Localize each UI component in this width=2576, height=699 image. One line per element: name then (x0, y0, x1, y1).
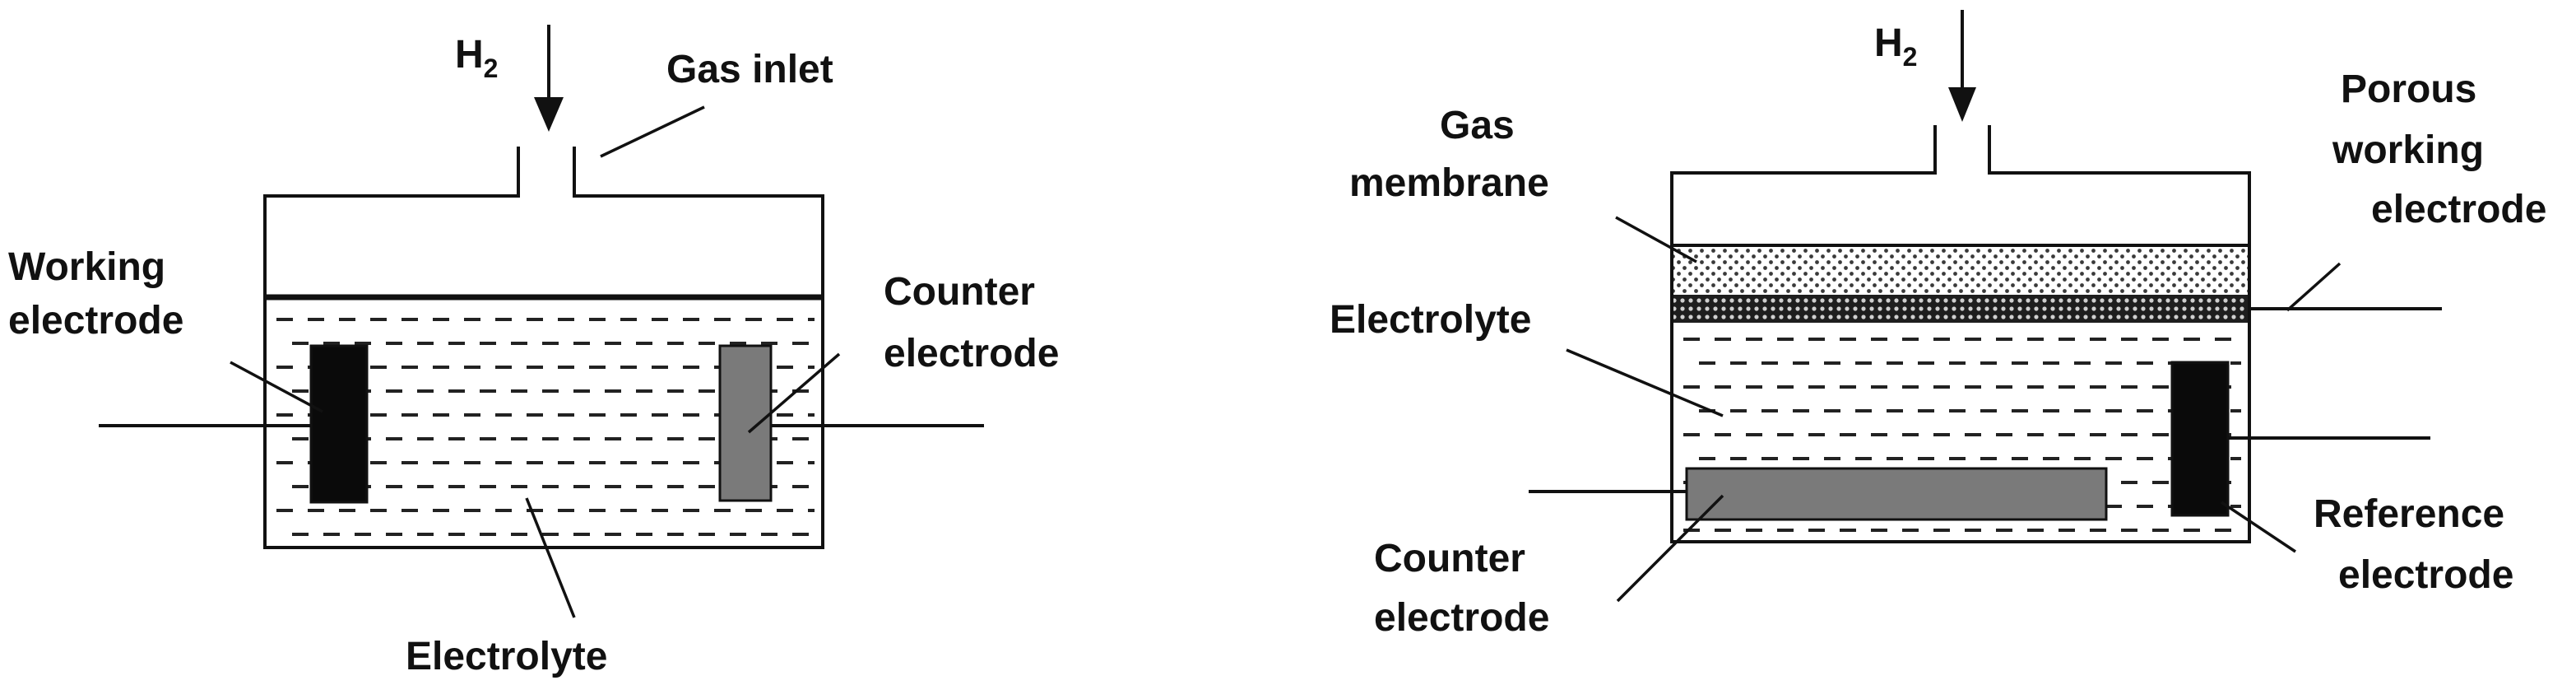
left-gas-inlet-label: Gas inlet (666, 48, 833, 91)
right-counter-electrode-label-line2: electrode (1374, 596, 1549, 640)
right-reference-electrode-leader (2221, 501, 2296, 553)
right-electrolyte-label: Electrolyte (1330, 298, 1531, 342)
right-counter-electrode (1685, 467, 2108, 521)
left-counter-electrode-leader (747, 352, 841, 434)
right-cell: H2 Gas membrane Porous working electrode… (1330, 10, 2546, 640)
right-gas-membrane (1672, 245, 2249, 300)
left-working-electrode (309, 344, 369, 504)
left-counter-electrode-label-line2: electrode (884, 332, 1059, 375)
left-working-electrode-label-line1: Working (8, 245, 165, 289)
left-electrolyte-label: Electrolyte (406, 635, 607, 678)
right-gas-membrane-leader (1615, 216, 1697, 263)
right-h2-label: H2 (1874, 21, 1917, 72)
right-gas-membrane-label-line1: Gas (1440, 104, 1515, 147)
right-counter-electrode-label-line1: Counter (1374, 537, 1525, 580)
left-gas-inlet-leader (600, 105, 705, 158)
right-counter-electrode-leader (1616, 494, 1724, 603)
right-vessel-outline (1670, 125, 2251, 543)
right-porous-label-line1: Porous (2341, 68, 2476, 111)
left-h2-arrow-head (534, 97, 564, 132)
right-electrolyte-leader (1566, 348, 1724, 417)
right-porous-electrode-leader (2286, 262, 2342, 312)
left-counter-electrode (718, 344, 773, 502)
right-reference-electrode-label-line1: Reference (2314, 492, 2504, 536)
right-reference-electrode (2170, 361, 2230, 517)
left-h2-label: H2 (455, 33, 498, 83)
right-porous-label-line3: electrode (2371, 188, 2546, 231)
left-counter-electrode-label-line1: Counter (884, 270, 1035, 314)
right-electrolyte-dashes (1683, 338, 2241, 532)
right-porous-label-line2: working (2332, 128, 2484, 172)
right-reference-electrode-label-line2: electrode (2338, 553, 2513, 597)
left-cell: H2 Gas inlet Working electrode Counter e… (8, 25, 1059, 678)
right-h2-arrow-head (1948, 87, 1976, 122)
left-vessel-outline (263, 147, 824, 549)
right-porous-working-electrode (1672, 295, 2249, 323)
left-working-electrode-leader (230, 361, 323, 413)
left-electrolyte-leader (525, 497, 576, 618)
right-gas-membrane-label-line2: membrane (1349, 161, 1549, 205)
left-working-electrode-label-line2: electrode (8, 299, 183, 343)
